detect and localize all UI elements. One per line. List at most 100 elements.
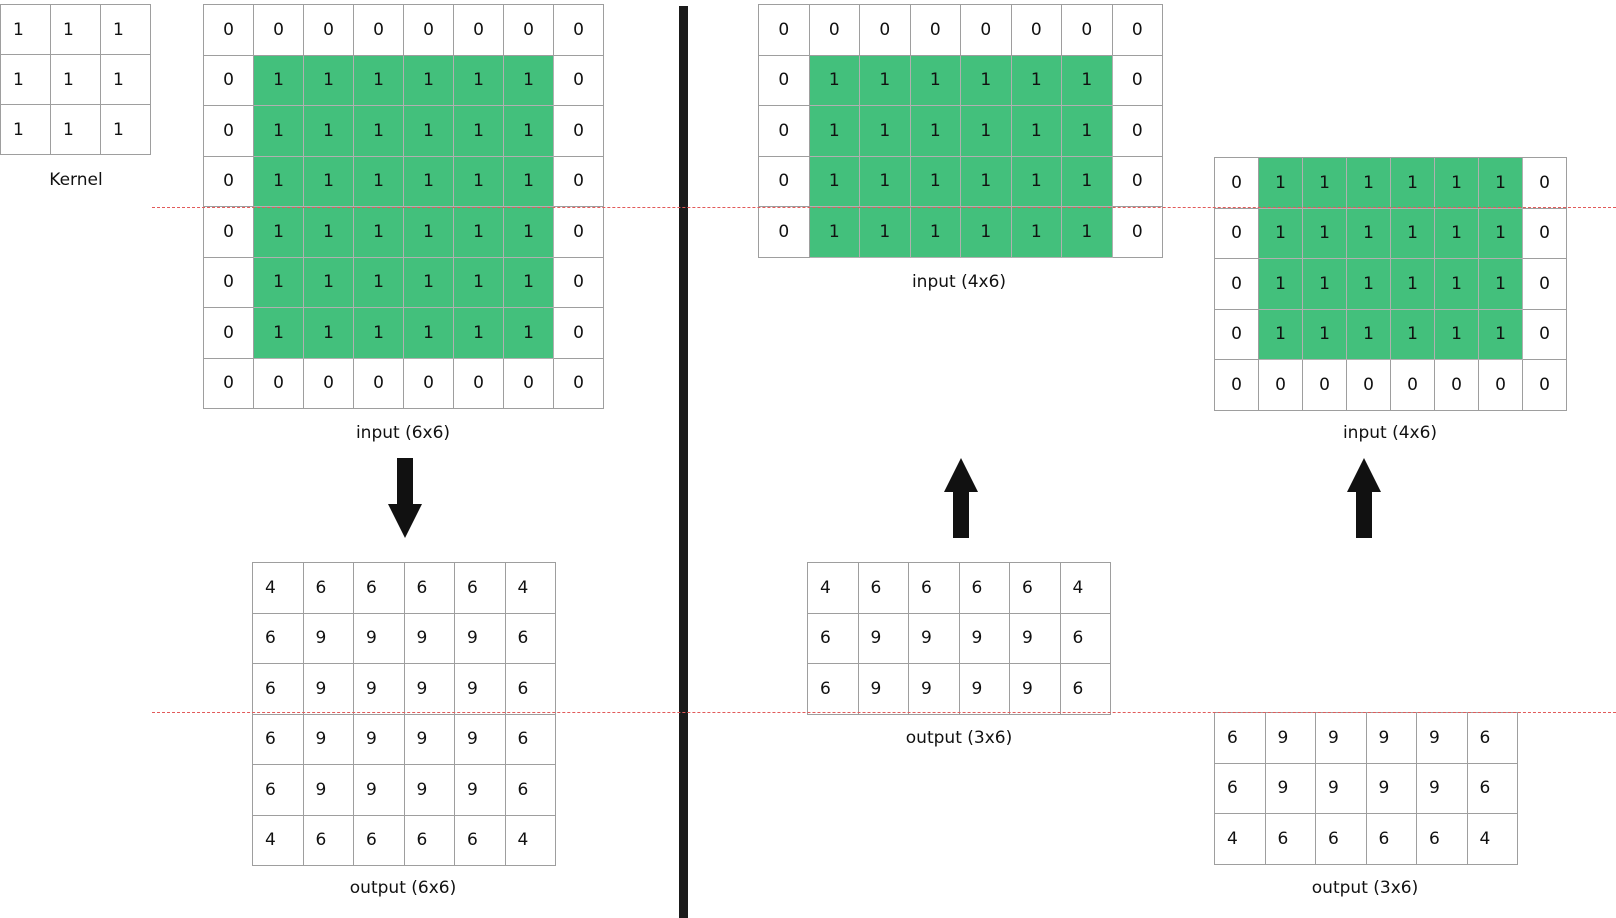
grid-cell: 1 [1011, 55, 1062, 106]
grid-cell: 1 [1259, 208, 1303, 259]
grid-cell: 0 [860, 5, 911, 56]
grid-cell: 9 [354, 765, 405, 816]
grid-cell: 9 [1417, 763, 1468, 814]
grid-cell: 0 [1215, 360, 1259, 411]
grid-cell: 9 [303, 613, 354, 664]
grid-cell: 0 [304, 5, 354, 56]
grid-cell: 0 [204, 358, 254, 409]
output-label-3x6-top: output (3x6) [905, 728, 1013, 748]
grid-cell: 0 [204, 308, 254, 359]
grid-cell: 9 [858, 613, 909, 664]
grid-cell: 6 [455, 815, 506, 866]
grid-cell: 0 [759, 55, 810, 106]
grid-cell: 0 [1112, 106, 1163, 157]
grid-cell: 6 [404, 815, 455, 866]
grid-cell: 0 [204, 55, 254, 106]
grid-cell: 1 [1259, 158, 1303, 209]
grid-cell: 4 [253, 563, 304, 614]
grid-cell: 1 [101, 55, 151, 105]
grid-cell: 1 [1, 55, 51, 105]
grid-cell: 9 [1316, 763, 1367, 814]
grid-cell: 4 [253, 815, 304, 866]
grid-cell: 1 [404, 257, 454, 308]
kernel-label: Kernel [49, 170, 103, 190]
grid-cell: 9 [455, 664, 506, 715]
grid-cell: 0 [404, 5, 454, 56]
grid-cell: 1 [809, 106, 860, 157]
grid-cell: 0 [1112, 55, 1163, 106]
grid-cell: 0 [504, 358, 554, 409]
grid-cell: 1 [51, 5, 101, 55]
grid-cell: 1 [1435, 309, 1479, 360]
grid-cell: 1 [504, 207, 554, 258]
grid-cell: 9 [404, 664, 455, 715]
grid-cell: 1 [404, 156, 454, 207]
grid-cell: 0 [1303, 360, 1347, 411]
grid-cell: 0 [961, 5, 1012, 56]
grid-cell: 0 [1435, 360, 1479, 411]
grid-cell: 6 [1316, 814, 1367, 865]
grid-cell: 0 [1215, 259, 1259, 310]
grid-cell: 6 [1467, 763, 1518, 814]
grid-cell: 9 [303, 714, 354, 765]
grid-cell: 0 [1523, 309, 1567, 360]
grid-cell: 6 [455, 563, 506, 614]
grid-cell: 0 [1112, 156, 1163, 207]
grid-cell: 1 [1479, 208, 1523, 259]
grid-cell: 0 [1347, 360, 1391, 411]
grid-cell: 0 [1523, 259, 1567, 310]
grid-cell: 1 [304, 207, 354, 258]
grid-cell: 1 [454, 156, 504, 207]
grid-cell: 0 [910, 5, 961, 56]
grid-cell: 0 [1062, 5, 1113, 56]
grid-cell: 9 [354, 664, 405, 715]
grid-cell: 0 [759, 5, 810, 56]
grid-cell: 1 [809, 156, 860, 207]
grid-cell: 1 [1479, 259, 1523, 310]
grid-cell: 1 [1347, 309, 1391, 360]
grid-cell: 1 [1435, 208, 1479, 259]
grid-cell: 6 [303, 563, 354, 614]
grid-cell: 1 [304, 156, 354, 207]
grid-cell: 1 [304, 257, 354, 308]
grid-cell: 1 [1435, 259, 1479, 310]
grid-cell: 1 [961, 156, 1012, 207]
grid-cell: 0 [1523, 208, 1567, 259]
grid-cell: 1 [1062, 106, 1113, 157]
grid-cell: 1 [304, 106, 354, 157]
grid-cell: 4 [505, 563, 556, 614]
grid-cell: 1 [51, 105, 101, 155]
grid-cell: 1 [910, 156, 961, 207]
up-arrow-icon [1347, 458, 1381, 538]
grid-cell: 0 [254, 358, 304, 409]
grid-cell: 0 [1011, 5, 1062, 56]
grid-cell: 0 [204, 257, 254, 308]
grid-cell: 1 [961, 106, 1012, 157]
grid-cell: 0 [204, 106, 254, 157]
grid-cell: 0 [204, 207, 254, 258]
grid-cell: 6 [1265, 814, 1316, 865]
grid-cell: 0 [554, 156, 604, 207]
grid-cell: 1 [504, 156, 554, 207]
grid-cell: 0 [304, 358, 354, 409]
grid-cell: 9 [404, 765, 455, 816]
grid-cell: 1 [809, 207, 860, 258]
input-label-4x6-bottom: input (4x6) [1342, 423, 1438, 443]
grid-cell: 1 [454, 257, 504, 308]
input-label-6x6: input (6x6) [355, 423, 451, 443]
grid-cell: 9 [959, 664, 1010, 715]
grid-cell: 1 [1259, 259, 1303, 310]
grid-cell: 1 [860, 156, 911, 207]
grid-cell: 0 [759, 156, 810, 207]
grid-cell: 9 [404, 613, 455, 664]
grid-cell: 1 [910, 207, 961, 258]
grid-cell: 0 [504, 5, 554, 56]
grid-cell: 1 [254, 106, 304, 157]
grid-cell: 0 [454, 358, 504, 409]
grid-cell: 1 [1435, 158, 1479, 209]
grid-cell: 0 [554, 5, 604, 56]
grid-cell: 1 [354, 308, 404, 359]
